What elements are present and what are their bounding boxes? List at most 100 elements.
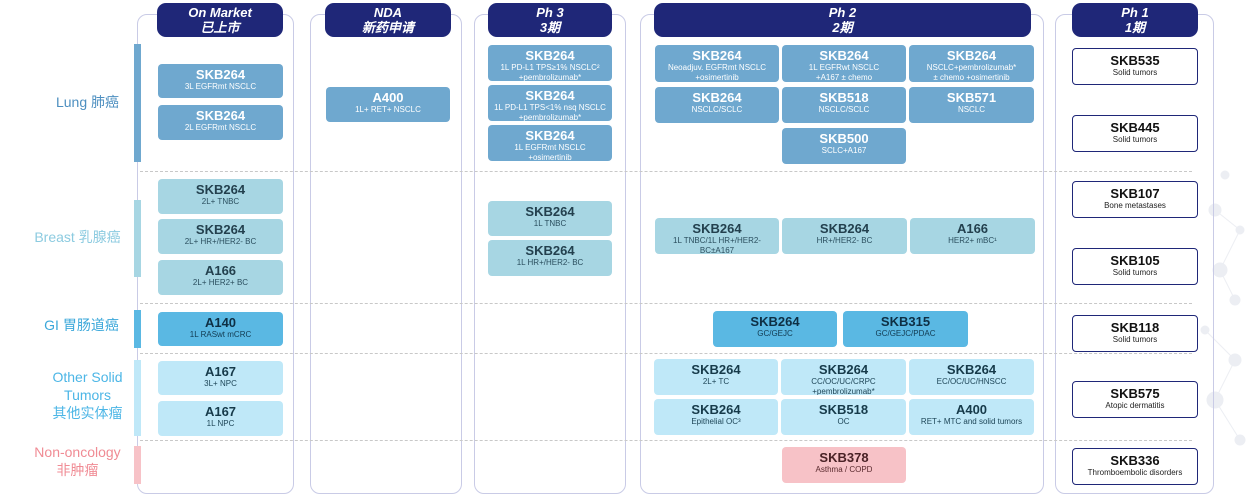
asset-name: SKB264 [525,243,575,258]
asset-name: SKB264 [692,48,742,63]
asset-name: SKB264 [819,48,869,63]
category-label-en: Non-oncology [34,444,121,460]
category-label-zh: 其他实体瘤 [52,405,123,421]
header-en: NDA [373,5,403,20]
indication: NSCLC [957,105,986,114]
header-en: Ph 2 [828,5,857,20]
indication: HR+/HER2- BC [816,236,873,245]
category-bar-other [134,360,141,436]
header-ph3: Ph 3 3期 [488,3,612,37]
header-zh: 3期 [539,20,561,35]
asset-name: SKB264 [525,128,575,143]
category-label-breast: Breast 乳腺癌 [34,229,121,245]
asset-name: SKB105 [1110,253,1160,268]
indication: 1L EGFRwt NSCLC [808,63,880,72]
indication: 2L+ TC [702,377,730,386]
asset-name: SKB336 [1110,453,1160,468]
asset-name: SKB535 [1110,53,1160,68]
indication: Asthma / COPD [815,465,873,474]
header-en: Ph 1 [1121,5,1149,20]
asset-name: SKB264 [818,362,869,377]
asset-name: SKB264 [525,204,575,219]
indication: 1L TNBC/1L HR+/HER2- [673,236,761,245]
header-en: On Market [188,5,252,20]
asset-name: SKB264 [195,67,246,82]
asset-name: SKB118 [1110,320,1160,335]
category-label-zh: 非肿瘤 [56,462,99,478]
category-bar-breast [134,200,141,277]
indication-line2: +pembrolizumab* [518,113,582,121]
category-bar-gi [134,310,141,348]
indication: OC [837,417,850,426]
asset-name: A166 [956,221,989,236]
indication: HER2+ mBC¹ [948,236,997,245]
indication: NSCLC/SCLC [818,105,870,114]
category-label-lung: Lung 肺癌 [55,94,120,110]
indication: Epithelial OC³ [691,417,741,426]
row-divider [140,171,1192,172]
column-nda [310,14,462,494]
indication: 1L TNBC [533,219,567,228]
indication: RET+ MTC and solid tumors [920,417,1023,426]
indication: SCLC+A167 [821,146,867,155]
indication: Solid tumors [1112,135,1158,144]
indication: 3L+ NPC [204,379,237,388]
indication-line2: +pembrolizumab* [518,73,582,81]
asset-name: SKB445 [1110,120,1160,135]
indication: GC/GEJC [757,329,793,338]
indication-line2: ± chemo +osimertinib [933,73,1010,82]
asset-name: SKB500 [819,131,869,146]
indication-line2: +osimertinib [528,153,572,161]
indication: EC/OC/UC/HNSCC [936,377,1007,386]
indication: CC/OC/UC/CRPC [811,377,876,386]
asset-name: A167 [204,404,237,419]
indication: Bone metastases [1104,201,1166,210]
indication: Neoadjuv. EGFRmt NSCLC [667,63,767,72]
asset-name: SKB575 [1110,386,1160,401]
asset-name: SKB264 [819,221,870,236]
indication: 1L HR+/HER2- BC [516,258,584,267]
header-on-market: On Market 已上市 [157,3,283,37]
indication-line2: +osimertinib [695,73,739,82]
